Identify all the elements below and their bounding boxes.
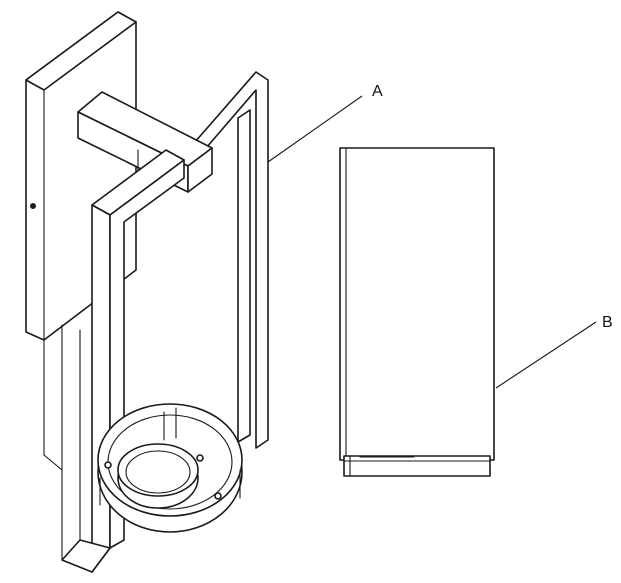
part-a-sconce-frame: A [25,11,383,573]
frame-back-bar [187,71,269,449]
part-b-glass-shade: B [339,147,613,477]
callout-line-a [267,95,363,163]
callout-line-b [495,321,597,389]
label-b: B [602,314,613,331]
label-a: A [372,83,383,100]
candle-holder-cup [97,403,243,533]
